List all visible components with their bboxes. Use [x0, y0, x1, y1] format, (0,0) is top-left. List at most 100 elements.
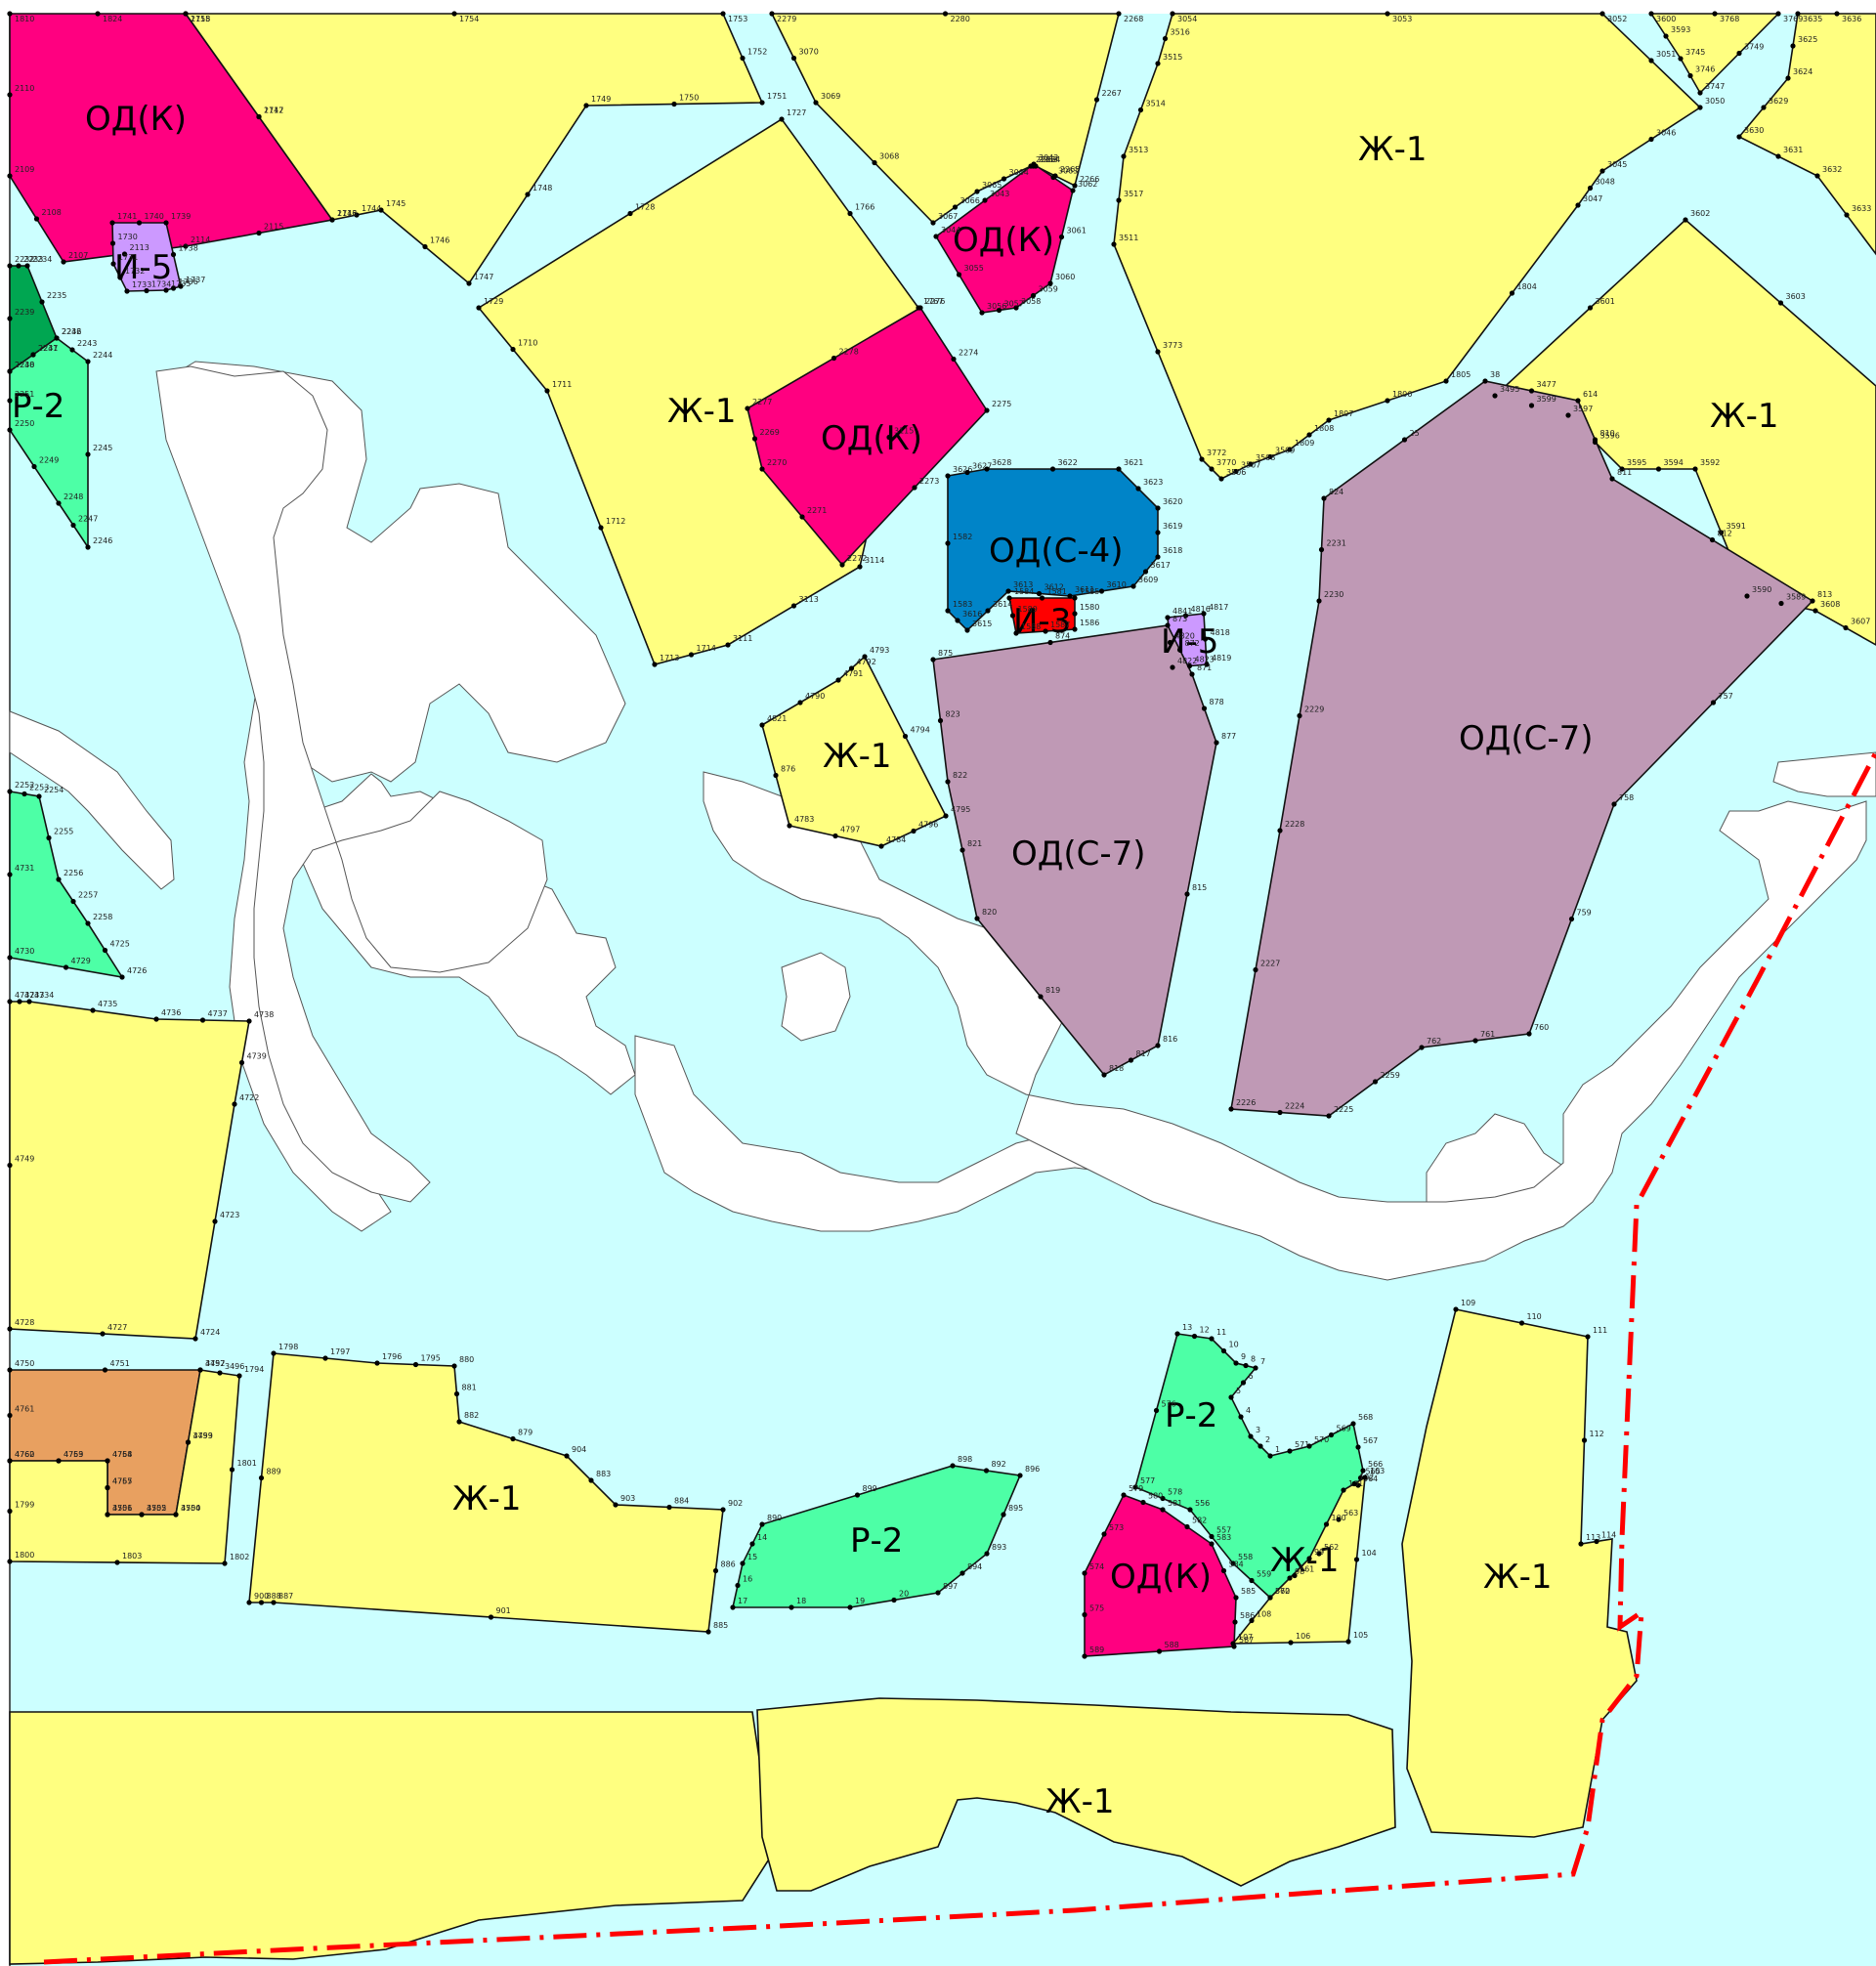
vertex-label: 4790: [805, 692, 825, 701]
vertex-label: 114: [1601, 1531, 1616, 1540]
vertex-point: [102, 947, 108, 954]
vertex-label: 878: [1210, 698, 1224, 706]
vertex-label: 3593: [1671, 25, 1690, 34]
vertex-point: [16, 263, 21, 269]
vertex-point: [1155, 554, 1161, 560]
vertex-label: 111: [1593, 1326, 1607, 1335]
vertex-point: [110, 261, 116, 267]
vertex-point: [7, 398, 13, 404]
vertex-label: 106: [1296, 1632, 1310, 1641]
vertex-point: [7, 789, 13, 794]
vertex-point: [1843, 624, 1849, 631]
vertex-label: 2253: [29, 784, 49, 792]
vertex-label: 3745: [1685, 48, 1705, 57]
vertex-label: 817: [1136, 1049, 1151, 1058]
vertex-label: 4736: [161, 1008, 181, 1017]
vertex-label: 566: [1368, 1460, 1383, 1469]
zone-label-odc4: ОД(С-4): [989, 532, 1124, 571]
vertex-label: 584: [1229, 1560, 1244, 1569]
vertex-point: [1031, 161, 1037, 167]
vertex-label: 1800: [15, 1551, 34, 1560]
zone-label-zh1-center: Ж-1: [667, 392, 737, 431]
vertex-point: [1238, 1414, 1244, 1420]
vertex-label: 2262: [1036, 155, 1055, 164]
vertex-point: [1744, 593, 1750, 599]
vertex-label: 2108: [42, 208, 62, 217]
vertex-point: [1697, 90, 1703, 96]
vertex-point: [1186, 662, 1193, 669]
vertex-label: 2270: [767, 458, 787, 467]
vertex-label: 3056: [987, 302, 1006, 311]
vertex-point: [1155, 61, 1161, 66]
vertex-label: 1742: [264, 107, 283, 115]
vertex-point: [124, 288, 130, 294]
vertex-label: 3507: [1241, 461, 1260, 470]
vertex-label: 3066: [960, 196, 980, 205]
vertex-point: [1209, 1541, 1215, 1547]
vertex-label: 3070: [799, 48, 819, 57]
vertex-label: 871: [1197, 663, 1212, 672]
vertex-label: 810: [1600, 429, 1615, 438]
vertex-label: 572: [1275, 1587, 1290, 1596]
vertex-label: 4752: [205, 1359, 225, 1368]
vertex-point: [192, 1336, 198, 1342]
vertex-point: [1761, 105, 1767, 110]
vertex-label: 1730: [118, 233, 138, 241]
vertex-label: 892: [992, 1460, 1006, 1469]
vertex-label: 3628: [992, 458, 1011, 467]
vertex-point: [1287, 447, 1293, 452]
vertex-label: 556: [1195, 1499, 1210, 1508]
vertex-point: [725, 642, 731, 648]
vertex-point: [1258, 1443, 1263, 1449]
vertex-label: 1804: [1517, 282, 1537, 291]
vertex-point: [1116, 197, 1122, 203]
vertex-point: [955, 618, 960, 623]
vertex-label: 3045: [1607, 160, 1627, 169]
vertex-label: 6: [1249, 1372, 1254, 1381]
vertex-point: [117, 275, 123, 280]
vertex-point: [1362, 1474, 1368, 1480]
vertex-label: 4724: [200, 1328, 220, 1337]
vertex-label: 1728: [635, 203, 655, 212]
vertex-point: [652, 662, 658, 667]
vertex-point: [1777, 300, 1784, 306]
vertex-point: [1599, 168, 1605, 174]
vertex-label: 2116: [337, 209, 357, 218]
vertex-point: [85, 544, 91, 550]
zone-label-zh1-ne2: Ж-1: [1710, 397, 1779, 436]
vertex-point: [1233, 1360, 1239, 1366]
vertex-point: [1153, 1407, 1160, 1414]
vertex-point: [1116, 11, 1122, 17]
vertex-point: [1709, 536, 1716, 543]
vertex-label: 3772: [1207, 449, 1226, 457]
vertex-label: 1795: [421, 1354, 441, 1363]
vertex-point: [1030, 292, 1037, 299]
vertex-label: 3599: [1537, 395, 1556, 404]
zone-label-odk-nw: ОД(К): [85, 100, 187, 139]
vertex-label: 3636: [1842, 15, 1861, 23]
vertex-label: 3746: [1695, 65, 1715, 74]
vertex-label: 3113: [799, 595, 819, 604]
vertex-label: 581: [1168, 1499, 1182, 1508]
vertex-label: 4761: [15, 1405, 34, 1414]
vertex-label: 1794: [244, 1365, 264, 1374]
vertex-label: 3590: [1752, 585, 1771, 594]
vertex-label: 760: [1534, 1023, 1549, 1032]
vertex-point: [1267, 1453, 1273, 1459]
vertex-label: 3749: [1744, 43, 1764, 52]
vertex-label: 759: [1577, 909, 1592, 918]
vertex-point: [1006, 595, 1012, 601]
vertex-point: [114, 1560, 120, 1565]
vertex-label: 2271: [807, 506, 827, 515]
vertex-point: [1306, 1556, 1312, 1561]
vertex-label: 575: [1089, 1604, 1104, 1613]
vertex-point: [1132, 1484, 1138, 1490]
vertex-point: [912, 485, 917, 491]
vertex-point: [857, 564, 863, 570]
vertex-label: 3624: [1793, 67, 1812, 76]
vertex-label: 4760: [15, 1450, 34, 1459]
vertex-label: 899: [863, 1484, 877, 1493]
vertex-label: 4764: [112, 1450, 132, 1459]
vertex-point: [1328, 1432, 1335, 1438]
